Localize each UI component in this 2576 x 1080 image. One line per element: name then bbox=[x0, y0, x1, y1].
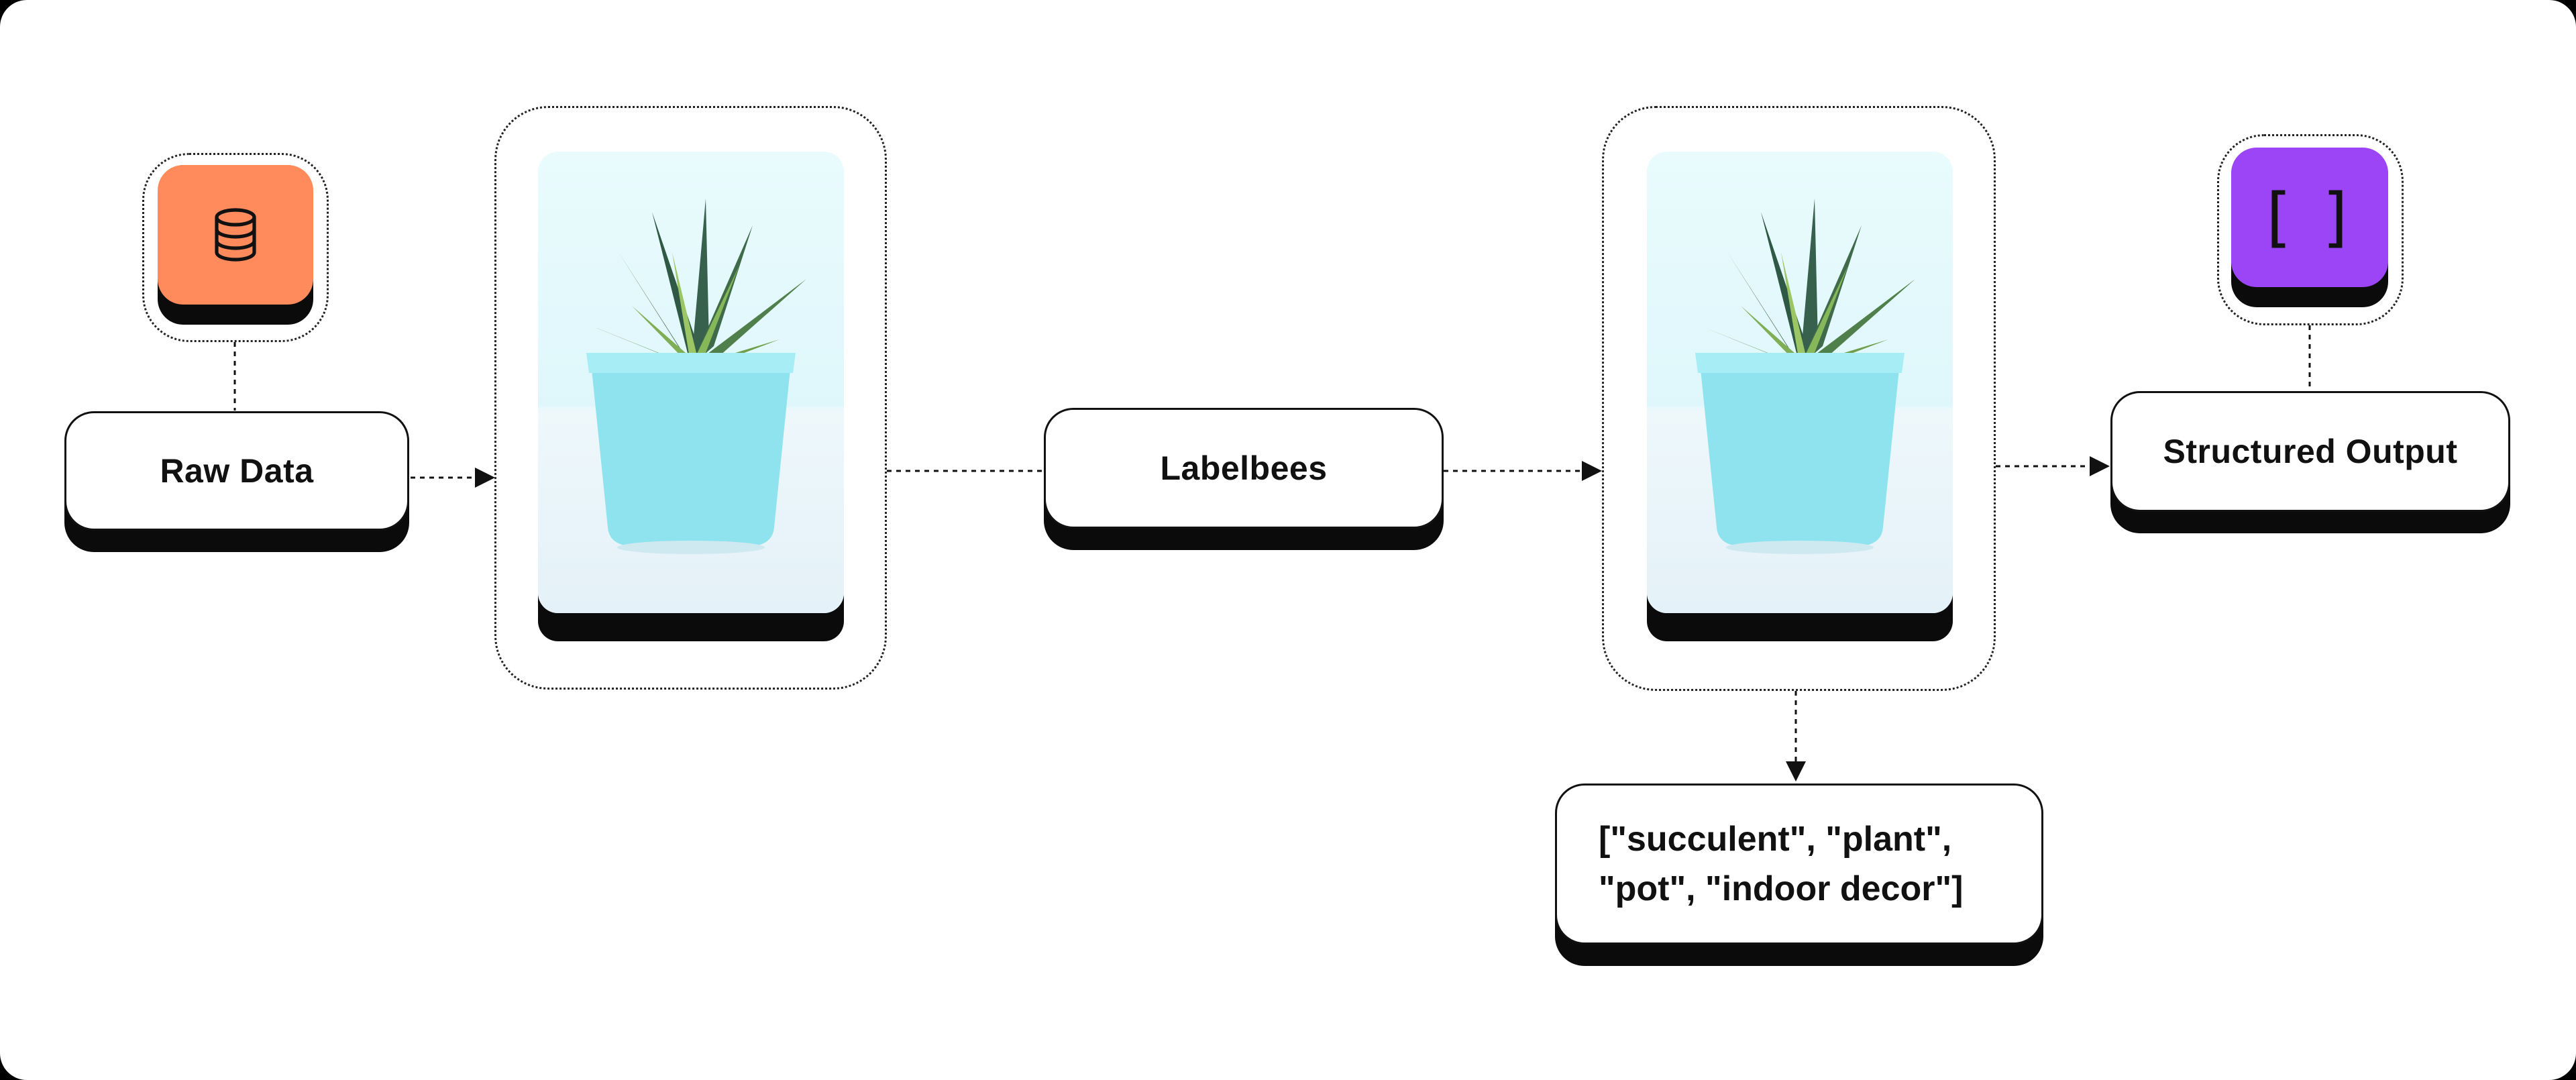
structured-output-label: Structured Output bbox=[2163, 433, 2458, 470]
database-icon-frame bbox=[142, 153, 329, 342]
succulent-plant-image bbox=[1695, 199, 1915, 554]
labeled-image-frame bbox=[1602, 106, 1996, 691]
input-image-frame bbox=[494, 106, 887, 690]
labelbees-node: Labelbees bbox=[1044, 408, 1444, 529]
input-image bbox=[538, 152, 844, 613]
database-icon bbox=[158, 165, 313, 305]
raw-data-node: Raw Data bbox=[64, 411, 409, 531]
labelbees-label: Labelbees bbox=[1160, 449, 1328, 487]
tags-output-node: ["succulent", "plant", "pot", "indoor de… bbox=[1555, 784, 2043, 944]
brackets-glyph: [ ] bbox=[2266, 180, 2353, 255]
brackets-icon: [ ] bbox=[2231, 148, 2388, 287]
succulent-plant-image bbox=[586, 199, 806, 554]
tags-output-line-1: ["succulent", "plant", bbox=[1599, 820, 1952, 859]
structured-output-node: Structured Output bbox=[2110, 391, 2510, 512]
brackets-icon-frame bbox=[2217, 134, 2404, 325]
raw-data-label: Raw Data bbox=[160, 452, 314, 490]
labeled-image bbox=[1647, 152, 1953, 613]
tags-output-text: ["succulent", "plant", "pot", "indoor de… bbox=[1599, 814, 1963, 914]
tags-output-line-2: "pot", "indoor decor"] bbox=[1599, 869, 1964, 908]
